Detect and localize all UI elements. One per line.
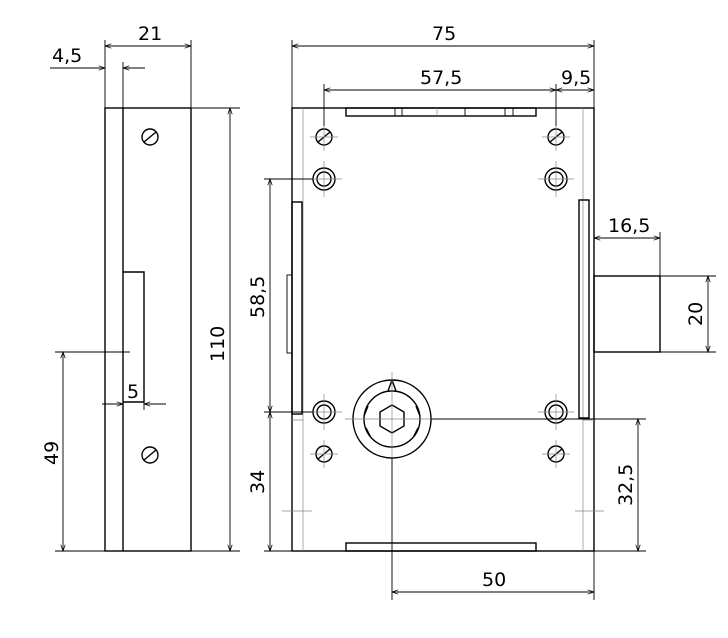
dimension-key-offset: 50 — [392, 458, 594, 600]
dimension-bolt-length: 16,5 — [594, 215, 660, 276]
screw-hole-bottom-right — [542, 440, 570, 468]
dim-label-34: 34 — [247, 470, 269, 494]
dimension-hole-offset: 9,5 — [556, 67, 594, 90]
dim-label-75: 75 — [432, 23, 456, 45]
top-bolt-plate — [345, 107, 537, 117]
dim-label-110: 110 — [207, 326, 229, 362]
dim-label-58-5: 58,5 — [247, 276, 269, 318]
dimension-side-lower: 49 — [41, 352, 130, 551]
dimension-side-slot: 5 — [102, 381, 166, 410]
dim-label-50: 50 — [482, 569, 506, 591]
lock-case-outline — [291, 107, 595, 552]
bolt — [593, 275, 661, 353]
dimension-upper-span: 58,5 — [247, 179, 313, 412]
rivet-lower-right — [538, 394, 574, 430]
dim-label-4-5: 4,5 — [52, 45, 82, 67]
dim-label-57-5: 57,5 — [420, 67, 462, 89]
dimension-hole-spacing: 57,5 — [324, 67, 556, 126]
dimension-bolt-height: 20 — [660, 276, 716, 352]
dimension-side-height: 110 — [191, 108, 240, 551]
right-slide-plate — [578, 199, 590, 419]
side-view: 21 4,5 110 49 5 — [41, 23, 240, 551]
dimension-side-width: 21 — [105, 23, 191, 108]
screw-hole-top-right — [542, 123, 570, 151]
dim-label-21: 21 — [138, 23, 162, 45]
left-slide-plate — [286, 201, 303, 415]
dim-label-32-5: 32,5 — [615, 464, 637, 506]
dimension-key-height: 32,5 — [431, 419, 646, 551]
screw-hole-top-left — [310, 123, 338, 151]
dimension-side-thickness: 4,5 — [50, 45, 145, 108]
side-faceplate — [104, 107, 192, 552]
side-screw-bottom — [141, 446, 159, 464]
dimension-front-width: 75 — [292, 23, 594, 108]
dim-label-49: 49 — [41, 441, 63, 465]
side-screw-top — [141, 128, 159, 146]
key-cylinder — [345, 372, 440, 466]
dim-label-9-5: 9,5 — [561, 67, 591, 89]
rivet-upper-right — [538, 161, 574, 197]
side-slot — [123, 271, 145, 403]
screw-hole-bottom-left — [310, 440, 338, 468]
bottom-bolt-plate — [345, 542, 537, 552]
front-view: 75 57,5 9,5 16,5 20 — [247, 23, 716, 600]
dim-label-5: 5 — [127, 381, 139, 403]
dim-label-16-5: 16,5 — [608, 215, 650, 237]
dimension-lower-span: 34 — [247, 412, 292, 551]
dim-label-20: 20 — [685, 302, 707, 326]
